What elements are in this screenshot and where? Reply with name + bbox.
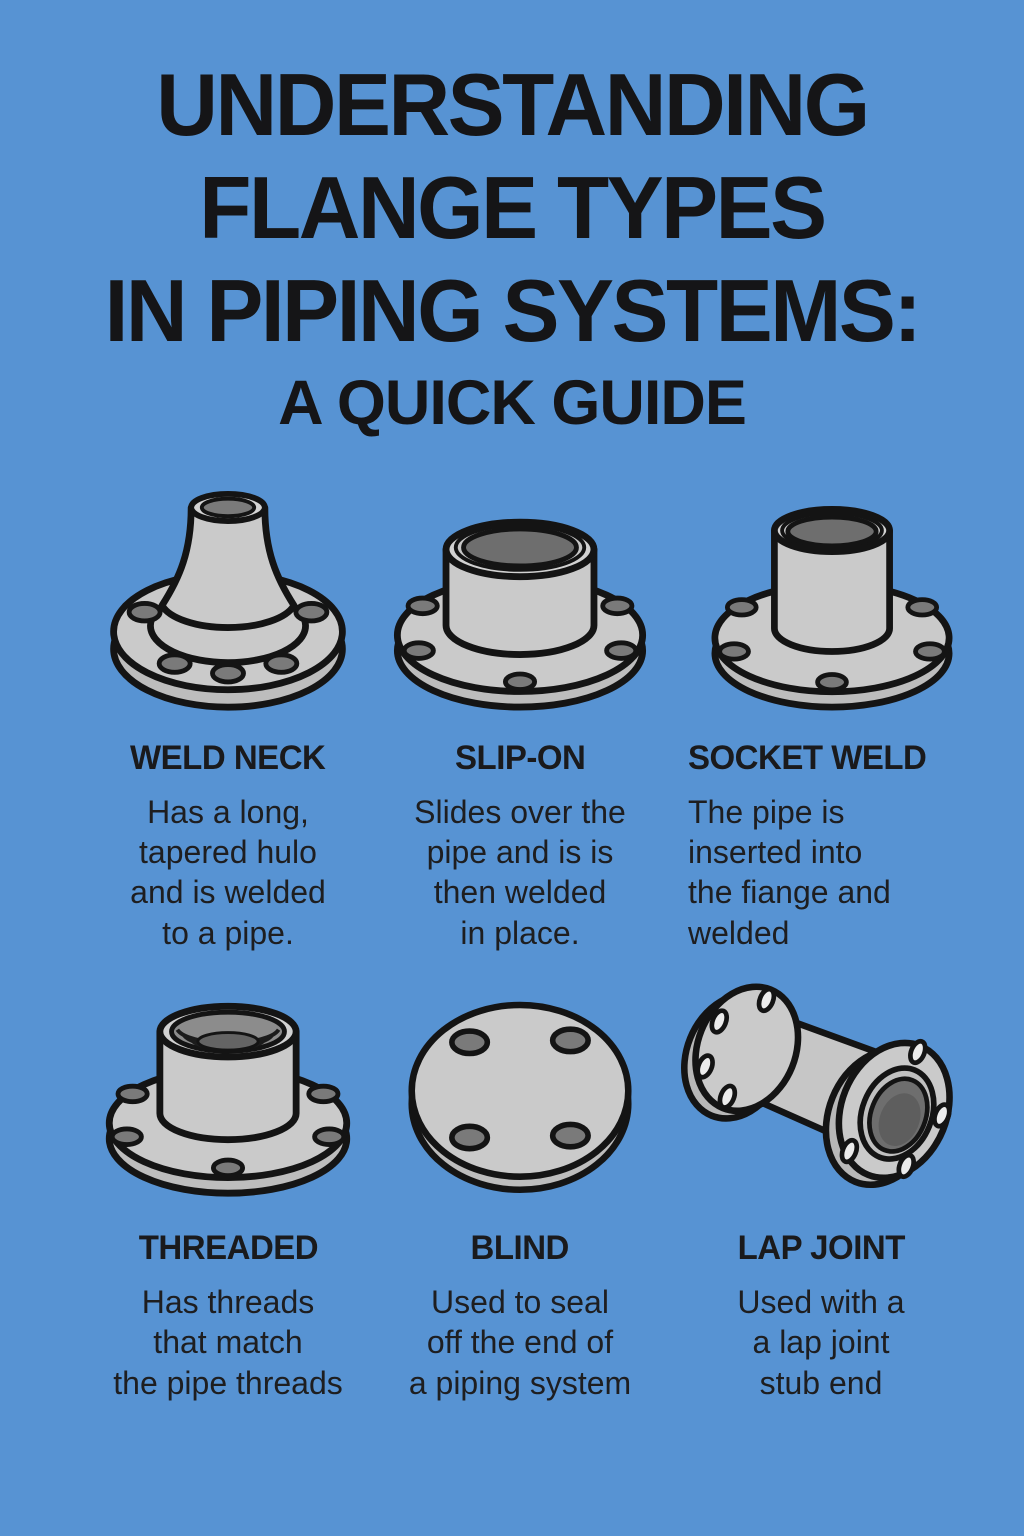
flange-name: SLIP-ON [454,738,586,777]
flange-name: BLIND [470,1229,570,1268]
poster-subtitle: A QUICK GUIDE [278,367,747,438]
blind-figure [374,975,666,1203]
slip-on-figure [374,461,666,713]
flange-grid: WELD NECK Has a long, tapered hulo and i… [82,461,966,1403]
flange-description: Used with a a lap joint stub end [737,1284,905,1401]
flange-description: The pipe is inserted into the fiange and… [688,793,891,951]
lap-joint-flange-icon [681,983,953,1189]
weld-neck-flange-icon [110,490,346,711]
threaded-figure [82,975,374,1203]
flange-name: SOCKET WELD [688,738,927,777]
flange-description: Used to seal off the end of a piping sys… [408,1284,632,1401]
flange-card-slip-on: SLIP-ON Slides over the pipe and is is t… [374,461,666,953]
flange-card-lap-joint: LAP JOINT Used with a a lap joint stub e… [666,975,976,1403]
socket-weld-flange-icon [711,505,953,711]
flange-description: Has threads that match the pipe threads [113,1284,343,1401]
slip-on-flange-icon [393,518,647,711]
lap-joint-figure [666,975,976,1203]
weld-neck-figure [82,461,374,713]
flange-card-socket-weld: SOCKET WELD The pipe is inserted into th… [666,461,976,953]
blind-flange-icon [408,1001,632,1194]
threaded-flange-icon [105,1003,351,1197]
flange-name: LAP JOINT [737,1229,905,1268]
flange-description: Has a long, tapered hulo and is welded t… [130,793,326,951]
flange-description: Slides over the pipe and is is then weld… [414,793,626,951]
flange-name: WELD NECK [130,738,326,777]
flange-name: THREADED [138,1229,318,1268]
poster-title: UNDERSTANDING FLANGE TYPES IN PIPING SYS… [104,55,922,360]
flange-card-threaded: THREADED Has threads that match the pipe… [82,975,374,1403]
flange-card-blind: BLIND Used to seal off the end of a pipi… [374,975,666,1403]
flange-card-weld-neck: WELD NECK Has a long, tapered hulo and i… [82,461,374,953]
socket-weld-figure [688,461,976,713]
infographic-poster: UNDERSTANDING FLANGE TYPES IN PIPING SYS… [0,54,1024,1536]
